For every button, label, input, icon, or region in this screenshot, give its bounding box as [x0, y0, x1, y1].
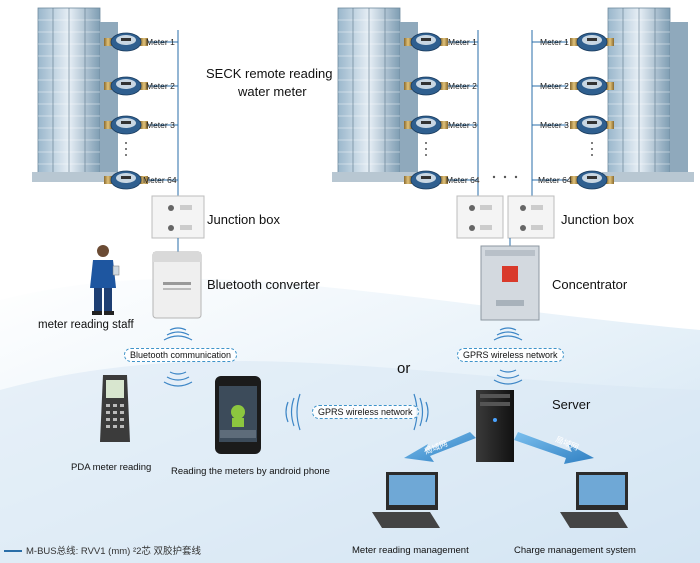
meter-reading-management-label: Meter reading management: [352, 545, 469, 556]
bluetooth-communication-pill: Bluetooth communication: [124, 348, 238, 362]
mbus-bus-right: [448, 30, 568, 196]
meter-reading-staff-label: meter reading staff: [38, 319, 134, 331]
gprs-pill-phone: GPRS wireless network: [312, 405, 419, 419]
concentrator-label: Concentrator: [552, 277, 628, 292]
meter-ellipsis-dots: [425, 142, 593, 179]
meter-ellipsis-dots: [125, 142, 127, 156]
pc-charge-management: [560, 472, 628, 528]
android-label: Reading the meters by android phone: [171, 466, 330, 477]
title-line-2: water meter: [238, 84, 307, 99]
building-mid: [331, 7, 425, 183]
meter-label-2: Meter 2: [540, 81, 569, 91]
legend-text: M-BUS总线: RVV1 (mm) ²2芯 双胶护套线: [26, 546, 202, 557]
water-meter-icon: [569, 76, 615, 96]
bluetooth-converter-device: [152, 251, 202, 319]
server-tower: [476, 390, 514, 462]
meter-label-2: Meter 2: [146, 81, 175, 91]
pc-meter-reading: [372, 472, 440, 528]
meter-label-3: Meter 3: [540, 120, 569, 130]
junction-box-label-left: Junction box: [207, 212, 280, 227]
android-phone-device: [215, 376, 261, 454]
meter-label-64: Meter 64: [446, 175, 480, 185]
meter-label-3: Meter 3: [448, 120, 477, 130]
water-meter-icon: [569, 115, 615, 135]
concentrator-device: [480, 245, 540, 321]
lan-arrow-left: [404, 432, 476, 462]
server-label: Server: [552, 397, 591, 412]
junction-box-label-right: Junction box: [561, 212, 634, 227]
meter-label-3: Meter 3: [146, 120, 175, 130]
gprs-pill-concentrator: GPRS wireless network: [457, 348, 564, 362]
mbus-bus-left: [148, 30, 179, 200]
legend-line-swatch: [4, 550, 22, 553]
or-label: or: [397, 360, 411, 377]
pda-label: PDA meter reading: [71, 462, 152, 473]
meter-reading-staff-figure: [90, 245, 120, 315]
junction-box-left: [151, 195, 205, 239]
building-right: [601, 7, 695, 183]
pda-device: [100, 375, 130, 442]
junction-box-right-2: [507, 195, 555, 239]
charge-management-label: Charge management system: [514, 545, 636, 556]
water-meter-icon: [569, 32, 615, 52]
meter-label-64: Meter 64: [143, 175, 177, 185]
bus-legend: M-BUS总线: RVV1 (mm) ²2芯 双胶护套线: [4, 543, 201, 557]
title-line-1: SECK remote reading: [206, 66, 333, 81]
bluetooth-converter-label: Bluetooth converter: [207, 277, 320, 292]
meter-label-2: Meter 2: [448, 81, 477, 91]
junction-box-right-1: [456, 195, 504, 239]
meter-label-64: Meter 64: [538, 175, 572, 185]
lan-arrow-right: [514, 432, 594, 464]
meter-label-1: Meter 1: [448, 37, 477, 47]
building-left: [31, 7, 125, 183]
meter-label-1: Meter 1: [146, 37, 175, 47]
meter-label-1: Meter 1: [540, 37, 569, 47]
